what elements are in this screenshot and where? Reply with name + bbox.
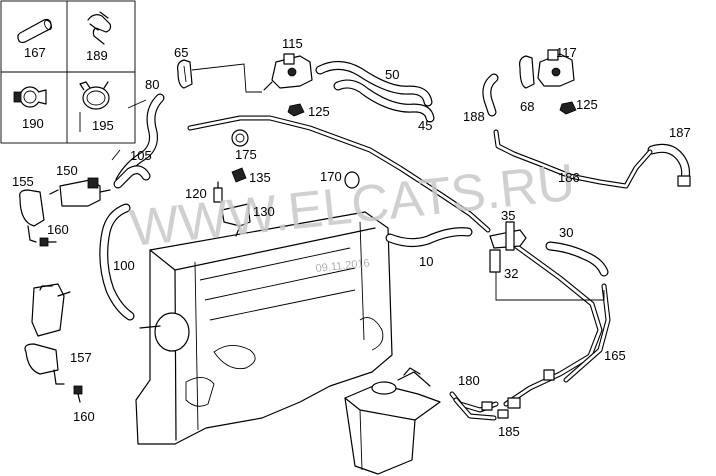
callout-175: 175 xyxy=(235,147,257,162)
cover-cap xyxy=(154,312,190,352)
callout-125b: 125 xyxy=(576,97,598,112)
clip-185 xyxy=(481,401,509,419)
hose-30 xyxy=(545,241,609,277)
sensor-120 xyxy=(213,181,223,203)
clip-165b xyxy=(507,397,521,409)
legend-grid: 167 189 190 195 xyxy=(0,0,136,144)
hose-105 xyxy=(111,149,151,189)
sensor-135 xyxy=(231,167,247,183)
engine-block xyxy=(135,211,393,445)
callout-125a: 125 xyxy=(308,104,330,119)
callout-65: 65 xyxy=(174,45,188,60)
callout-135: 135 xyxy=(249,170,271,185)
bracket-65 xyxy=(177,59,262,93)
bracket-68 xyxy=(519,55,535,89)
callout-80: 80 xyxy=(145,77,159,92)
callout-120: 120 xyxy=(185,186,207,201)
hose-188 xyxy=(482,73,499,117)
callout-190: 190 xyxy=(22,116,44,131)
callout-100: 100 xyxy=(113,258,135,273)
callout-189: 189 xyxy=(86,48,108,63)
pipe-186 xyxy=(493,129,653,189)
callout-30: 30 xyxy=(559,225,573,240)
callout-180: 180 xyxy=(458,373,480,388)
connector-35 xyxy=(489,221,527,251)
callout-195: 195 xyxy=(92,118,114,133)
callout-35: 35 xyxy=(501,208,515,223)
aux-pump xyxy=(31,283,71,337)
callout-68: 68 xyxy=(520,99,534,114)
callout-155: 155 xyxy=(12,174,34,189)
callout-115: 115 xyxy=(282,36,303,51)
hose-100 xyxy=(99,203,135,321)
pipe-main-upper xyxy=(187,115,491,233)
connector-32 xyxy=(489,249,605,301)
callout-160b: 160 xyxy=(73,409,95,424)
clamp-band-icon xyxy=(79,81,110,110)
clip-icon xyxy=(87,11,112,45)
callout-188: 188 xyxy=(463,109,485,124)
watermark-date: 09.11.2016 xyxy=(315,257,370,275)
hose-clamp-icon xyxy=(13,86,47,108)
callout-185: 185 xyxy=(498,424,520,439)
callout-105: 105 xyxy=(130,148,152,163)
bracket-157 xyxy=(24,343,65,385)
callout-117: 117 xyxy=(556,45,577,60)
callout-187: 187 xyxy=(669,125,691,140)
hose-187 xyxy=(647,143,691,187)
coolant-reservoir xyxy=(344,367,441,475)
pump-150 xyxy=(49,177,111,207)
bracket-155 xyxy=(19,189,45,243)
callout-labels: 65 115 117 80 50 125 125 45 188 68 187 1… xyxy=(12,36,691,439)
clip-165a xyxy=(543,369,555,381)
callout-32: 32 xyxy=(504,266,518,281)
pipe-165 xyxy=(503,243,611,407)
bolt-160a xyxy=(39,237,57,247)
callout-170: 170 xyxy=(320,169,342,184)
grommet-125a xyxy=(287,103,305,117)
callout-186: 186 xyxy=(558,170,580,185)
valve-115 xyxy=(263,53,313,91)
hose-45 xyxy=(333,79,435,123)
plug-170 xyxy=(344,171,360,189)
callout-50: 50 xyxy=(385,67,399,82)
callout-130: 130 xyxy=(253,204,275,219)
bolt-160b xyxy=(73,385,83,403)
nut-175 xyxy=(231,129,249,147)
bracket-130 xyxy=(221,203,251,237)
callout-45: 45 xyxy=(418,118,432,133)
hose-10 xyxy=(385,227,473,248)
callout-150: 150 xyxy=(56,163,78,178)
callout-157: 157 xyxy=(70,350,92,365)
hose-sleeve-icon xyxy=(17,18,52,44)
grommet-125b xyxy=(559,101,577,115)
callout-10: 10 xyxy=(419,254,433,269)
callout-160a: 160 xyxy=(47,222,69,237)
hose-50 xyxy=(315,61,433,107)
callout-167: 167 xyxy=(24,45,46,60)
callout-165: 165 xyxy=(604,348,626,363)
valve-117 xyxy=(537,49,575,87)
